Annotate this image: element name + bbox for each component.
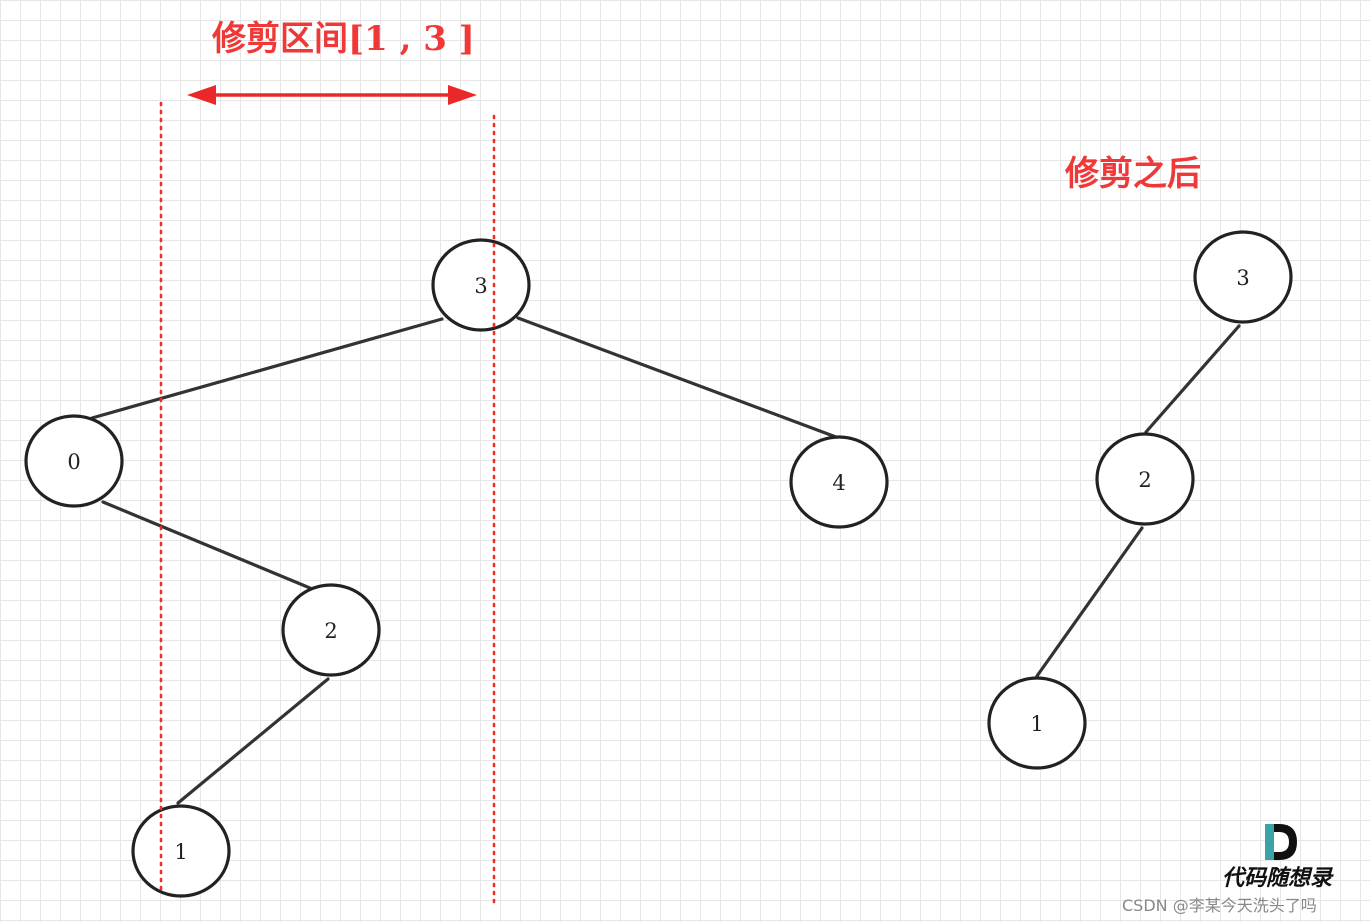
edge-3-4 xyxy=(516,316,838,439)
tree-node: 1 xyxy=(987,676,1087,770)
logo-mark xyxy=(1265,824,1297,860)
logo-text: 代码随想录 xyxy=(1222,865,1334,891)
edge-0-2 xyxy=(101,500,312,590)
trimmed-tree-nodes: 3 2 1 xyxy=(987,230,1293,770)
node-circle xyxy=(1095,432,1195,526)
node-circle xyxy=(24,414,124,508)
node-label: 0 xyxy=(67,450,80,474)
node-circle xyxy=(1193,230,1293,324)
node-label: 2 xyxy=(1138,468,1151,492)
node-circle xyxy=(281,583,381,677)
node-label: 4 xyxy=(832,471,845,495)
edge-2-1 xyxy=(1035,526,1144,678)
range-arrow-left-head xyxy=(187,85,216,105)
csdn-watermark: CSDN @李某今天洗头了吗 xyxy=(1122,896,1317,915)
tree-node: 2 xyxy=(281,583,381,677)
original-tree-edges xyxy=(90,316,838,805)
tree-node: 3 xyxy=(1193,230,1293,324)
trimmed-tree-edges xyxy=(1035,324,1241,678)
node-label: 1 xyxy=(174,840,187,864)
tree-node: 4 xyxy=(789,435,889,529)
node-circle xyxy=(431,238,531,332)
node-circle xyxy=(789,435,889,529)
tree-node: 1 xyxy=(131,804,231,898)
original-tree-nodes: 3 0 4 2 1 xyxy=(24,238,889,898)
edge-3-2 xyxy=(1144,324,1241,434)
tree-node: 2 xyxy=(1095,432,1195,526)
logo: 代码随想录 xyxy=(1222,824,1334,891)
range-title: 修剪区间[1 , 3 ] xyxy=(211,19,475,59)
tree-node: 3 xyxy=(431,238,531,332)
tree-node: 0 xyxy=(24,414,124,508)
node-label: 3 xyxy=(1236,266,1249,290)
node-label: 2 xyxy=(324,619,337,643)
range-arrow-right-head xyxy=(448,85,477,105)
edge-3-0 xyxy=(90,317,444,420)
edge-2-1 xyxy=(176,677,330,805)
node-circle xyxy=(131,804,231,898)
node-circle xyxy=(987,676,1087,770)
after-title: 修剪之后 xyxy=(1064,154,1201,194)
node-label: 3 xyxy=(474,274,487,298)
node-label: 1 xyxy=(1030,712,1043,736)
range-arrow xyxy=(187,85,477,105)
